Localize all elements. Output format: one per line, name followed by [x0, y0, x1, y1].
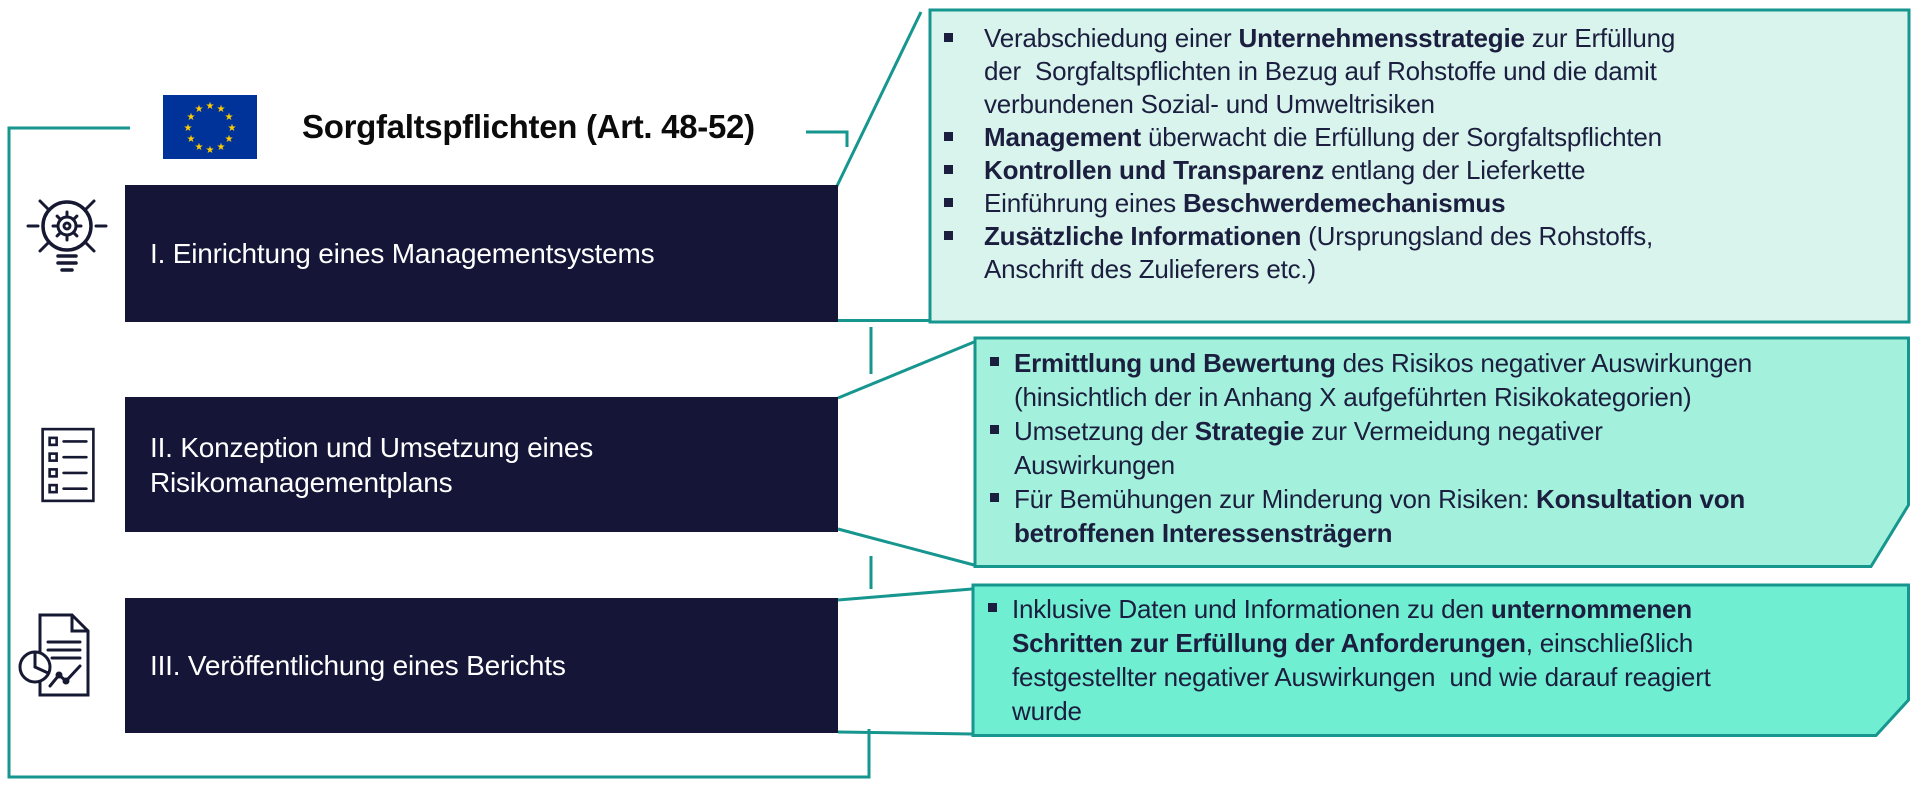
step-label: III. Veröffentlichung eines Berichts — [150, 650, 566, 681]
bullet-item: Verabschiedung einer Unternehmensstrateg… — [944, 22, 1900, 121]
bullet-square-icon — [944, 231, 953, 240]
eu-flag-stars: ★ ★ ★ ★ ★ ★ ★ ★ ★ ★ ★ ★ — [184, 101, 237, 156]
svg-text:★: ★ — [217, 142, 226, 153]
callout-3-connector-bottom — [837, 730, 973, 736]
callout-3-connector-top — [837, 587, 973, 602]
bullet-text: Inklusive Daten und Informationen zu den… — [1012, 594, 1711, 726]
callout-1-shape — [928, 8, 1911, 324]
checklist-icon — [40, 420, 96, 510]
callout-2-bullets: Ermittlung und Bewertung des Risikos neg… — [990, 346, 1895, 550]
bullet-text: Kontrollen und Transparenz entlang der L… — [984, 155, 1586, 185]
bullet-square-icon — [944, 132, 953, 141]
bullet-text: Management überwacht die Erfüllung der S… — [984, 122, 1662, 152]
title-connector-line — [806, 130, 849, 147]
svg-text:★: ★ — [187, 134, 196, 145]
svg-text:★: ★ — [225, 112, 234, 123]
bullet-item: Zusätzliche Informationen (Ursprungsland… — [944, 220, 1900, 286]
bullet-square-icon — [988, 603, 997, 612]
callout-1-connector-top — [834, 11, 923, 189]
svg-text:★: ★ — [184, 123, 193, 134]
svg-text:★: ★ — [206, 145, 215, 156]
callout-3-bullets: Inklusive Daten und Informationen zu den… — [988, 592, 1896, 728]
bullet-square-icon — [990, 357, 999, 366]
callout-2-connector-bottom — [837, 527, 975, 567]
lightbulb-gear-icon — [24, 186, 110, 286]
bullet-item: Inklusive Daten und Informationen zu den… — [988, 592, 1896, 728]
callout-1-bullets: Verabschiedung einer Unternehmensstrateg… — [944, 22, 1900, 286]
svg-text:★: ★ — [228, 123, 237, 134]
bullet-item: Ermittlung und Bewertung des Risikos neg… — [990, 346, 1895, 414]
bullet-square-icon — [944, 165, 953, 174]
step-box-risk-management-plan: II. Konzeption und Umsetzung eines Risik… — [125, 397, 838, 532]
step-label: I. Einrichtung eines Managementsystems — [150, 238, 655, 269]
bullet-square-icon — [944, 198, 953, 207]
bullet-square-icon — [990, 493, 999, 502]
step-box-management-system: I. Einrichtung eines Managementsystems — [125, 185, 838, 322]
bullet-item: Für Bemühungen zur Minderung von Risiken… — [990, 482, 1895, 550]
step-label: II. Konzeption und Umsetzung eines Risik… — [150, 431, 594, 498]
bullet-item: Management überwacht die Erfüllung der S… — [944, 121, 1900, 154]
svg-text:★: ★ — [195, 142, 204, 153]
bullet-text: Zusätzliche Informationen (Ursprungsland… — [984, 221, 1654, 284]
bullet-item: Kontrollen und Transparenz entlang der L… — [944, 154, 1900, 187]
callout-2-shape — [973, 336, 1910, 568]
report-chart-icon — [18, 612, 100, 698]
page-title: Sorgfaltspflichten (Art. 48-52) — [302, 108, 755, 145]
step-box-report-publication: III. Veröffentlichung eines Berichts — [125, 598, 838, 733]
svg-text:★: ★ — [187, 112, 196, 123]
bullet-text: Ermittlung und Bewertung des Risikos neg… — [1014, 348, 1753, 412]
svg-text:★: ★ — [206, 101, 215, 112]
callout-2-connector-top — [837, 340, 975, 400]
bullet-text: Für Bemühungen zur Minderung von Risiken… — [1014, 484, 1746, 548]
bullet-text: Verabschiedung einer Unternehmensstrateg… — [984, 23, 1676, 119]
svg-text:★: ★ — [225, 134, 234, 145]
bullet-text: Umsetzung der Strategie zur Vermeidung n… — [1014, 416, 1603, 480]
bullet-item: Umsetzung der Strategie zur Vermeidung n… — [990, 414, 1895, 482]
left-bracket-line — [7, 126, 871, 779]
bullet-square-icon — [944, 33, 953, 42]
bullet-text: Einführung eines Beschwerdemechanismus — [984, 188, 1506, 218]
callout-3-shape — [971, 583, 1910, 737]
eu-flag-icon: ★ ★ ★ ★ ★ ★ ★ ★ ★ ★ ★ ★ — [163, 95, 257, 159]
svg-text:★: ★ — [195, 104, 204, 115]
svg-text:★: ★ — [217, 104, 226, 115]
bullet-item: Einführung eines Beschwerdemechanismus — [944, 187, 1900, 220]
bullet-square-icon — [990, 425, 999, 434]
